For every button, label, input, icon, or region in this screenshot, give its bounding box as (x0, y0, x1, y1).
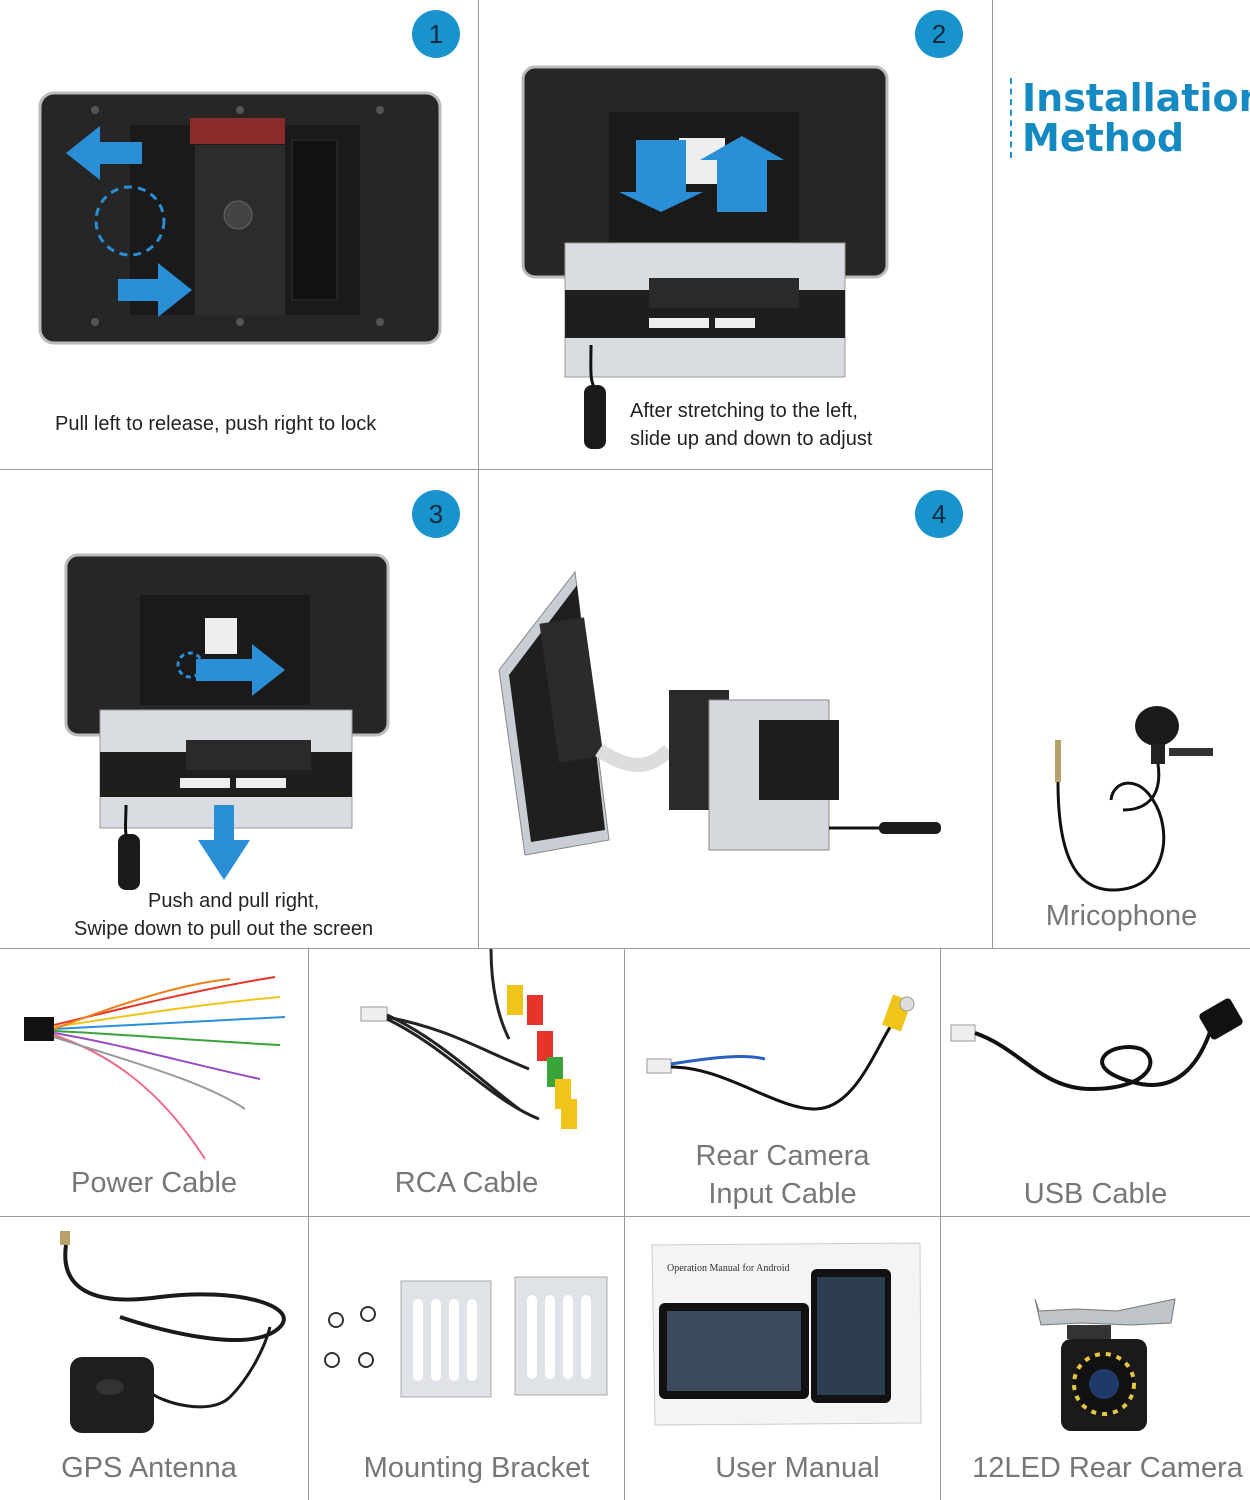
step-2-panel: 2 After stretching to the left, slide up… (479, 0, 992, 469)
step-number-badge: 2 (915, 10, 963, 58)
manual-heading: Operation Manual for Android (667, 1263, 790, 1274)
gps-antenna-icon (60, 1231, 286, 1433)
grid-divider (624, 948, 625, 1500)
accessory-usb-cable: USB Cable (941, 949, 1250, 1216)
accessory-label: RCA Cable (394, 1167, 539, 1199)
accessory-label-line1: Rear Camera (695, 1140, 870, 1172)
step-3-caption-line1: Push and pull right, (148, 890, 320, 912)
step-2-caption-line1: After stretching to the left, (630, 400, 858, 422)
grid-divider (308, 948, 309, 1500)
step-3-panel: 3 Push and pull right, Swipe down to pul… (0, 470, 478, 948)
accessory-label-line2: Input Cable (708, 1178, 857, 1210)
step-2-caption-line2: slide up and down to adjust (630, 428, 873, 450)
accessory-label: Power Cable (70, 1167, 238, 1199)
microphone-label: Mricophone (1045, 900, 1198, 932)
accessory-mounting-bracket: Mounting Bracket (309, 1217, 624, 1500)
accessory-label: User Manual (715, 1452, 880, 1484)
grid-divider (0, 948, 1250, 949)
screen-pullout-illustration (64, 553, 390, 890)
step-4-panel: 4 (479, 470, 992, 948)
power-cable-icon (24, 976, 286, 1160)
unit-adjust-illustration (521, 65, 889, 449)
accessory-rca-cable: RCA Cable (309, 949, 624, 1216)
rca-cable-icon (360, 949, 577, 1129)
step-number-badge: 3 (412, 490, 460, 538)
screen-back-illustration (38, 91, 442, 345)
step-number-badge: 4 (915, 490, 963, 538)
accessory-label: Mounting Bracket (363, 1452, 590, 1484)
accessory-12led-rear-camera: 12LED Rear Camera (941, 1217, 1250, 1500)
step-1-caption: Pull left to release, push right to lock (55, 413, 377, 435)
step-number-badge: 1 (412, 10, 460, 58)
grid-divider (0, 469, 993, 470)
microphone-icon (1055, 706, 1213, 892)
title-line-1: Installation (1022, 76, 1250, 120)
accessory-label: 12LED Rear Camera (972, 1452, 1243, 1484)
grid-divider (0, 1216, 1250, 1217)
grid-divider (478, 0, 479, 948)
step-3-caption-line2: Swipe down to pull out the screen (74, 918, 374, 940)
grid-divider (992, 0, 993, 948)
microphone-panel: Mricophone (993, 470, 1250, 948)
mounting-bracket-icon (324, 1276, 608, 1398)
accessory-label: GPS Antenna (61, 1452, 237, 1484)
page-title: Installation Method (1010, 78, 1250, 158)
title-line-2: Method (1022, 116, 1185, 160)
usb-cable-icon (950, 998, 1243, 1092)
accessory-gps-antenna: GPS Antenna (0, 1217, 308, 1500)
user-manual-icon (651, 1242, 922, 1426)
rear-camera-cable-icon (646, 994, 915, 1111)
led-rear-camera-icon (1034, 1298, 1176, 1431)
step-1-panel: 1 Pull left to release, push right to lo… (0, 0, 478, 469)
accessory-rear-camera-input-cable: Rear Camera Input Cable (625, 949, 940, 1216)
accessory-label: USB Cable (1023, 1178, 1168, 1210)
unit-side-view-illustration (498, 570, 941, 856)
grid-divider (940, 948, 941, 1500)
accessory-power-cable: Power Cable (0, 949, 308, 1216)
accessory-user-manual: Operation Manual for Android User Manual (625, 1217, 940, 1500)
